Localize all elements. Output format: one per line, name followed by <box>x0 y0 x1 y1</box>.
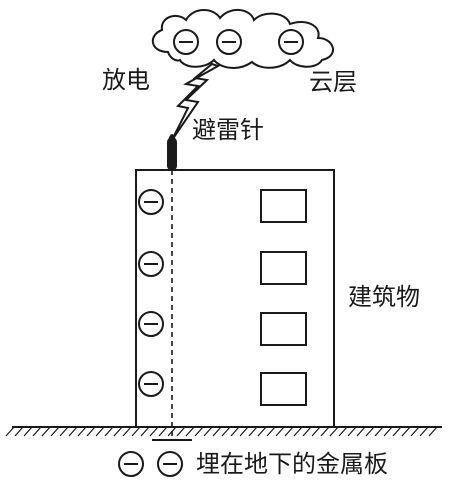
ground-hatch-line <box>392 426 402 437</box>
building-negative-charge <box>138 371 164 397</box>
lightning-rod-label: 避雷针 <box>192 116 264 144</box>
ground-hatch-line <box>221 426 231 437</box>
ground-hatch-line <box>158 426 168 437</box>
ground-hatch-line <box>77 426 87 437</box>
cloud-negative-charge <box>216 29 242 55</box>
plate-charges <box>118 451 183 477</box>
ground-hatch-line <box>248 426 258 437</box>
building-charges <box>138 189 164 397</box>
ground-hatch-line <box>293 426 303 437</box>
ground-hatch-line <box>383 426 393 437</box>
ground-hatch-line <box>122 426 132 437</box>
ground-hatch-line <box>311 426 321 437</box>
plate-negative-charge <box>157 451 183 477</box>
window <box>260 312 307 346</box>
ground-hatch-line <box>104 426 114 437</box>
ground-hatch-line <box>320 426 330 437</box>
ground-hatch-line <box>428 426 438 437</box>
ground-hatch-line <box>176 426 186 437</box>
ground <box>5 426 442 437</box>
ground-hatch-line <box>275 426 285 437</box>
ground-hatch-line <box>185 426 195 437</box>
ground-hatch-line <box>239 426 249 437</box>
ground-hatch-line <box>338 426 348 437</box>
cloud-layer <box>152 9 334 69</box>
ground-hatch-line <box>230 426 240 437</box>
ground-hatch-line <box>167 426 177 437</box>
ground-hatch-line <box>50 426 60 437</box>
building-negative-charge <box>138 189 164 215</box>
cloud-outline <box>152 9 334 69</box>
window <box>260 189 307 223</box>
lightning-bolt-icon <box>171 62 221 141</box>
ground-hatch-line <box>302 426 312 437</box>
ground-hatch-line <box>68 426 78 437</box>
cloud-negative-charge <box>278 29 304 55</box>
cloud-charges <box>173 29 304 55</box>
buried-metal-plate-label: 埋在地下的金属板 <box>196 450 388 478</box>
ground-hatch-line <box>140 426 150 437</box>
ground-hatch-line <box>347 426 357 437</box>
ground-hatch-line <box>266 426 276 437</box>
ground-hatch-line <box>86 426 96 437</box>
ground-hatch-line <box>14 426 24 437</box>
ground-hatch-line <box>149 426 159 437</box>
ground-hatch-line <box>401 426 411 437</box>
ground-hatch-line <box>95 426 105 437</box>
ground-hatch-line <box>23 426 33 437</box>
cloud-negative-charge <box>173 29 199 55</box>
ground-hatch-line <box>5 426 15 437</box>
plate-negative-charge <box>118 451 144 477</box>
ground-hatch-line <box>41 426 51 437</box>
building-label: 建筑物 <box>348 283 420 311</box>
window <box>260 372 307 406</box>
ground-hatch-line <box>59 426 69 437</box>
ground-hatch-line <box>257 426 267 437</box>
ground-hatch-line <box>212 426 222 437</box>
building-negative-charge <box>138 311 164 337</box>
ground-hatch-line <box>113 426 123 437</box>
ground-hatch-line <box>329 426 339 437</box>
discharge-label: 放电 <box>102 66 150 94</box>
building-windows <box>260 189 307 406</box>
ground-hatch-line <box>365 426 375 437</box>
ground-hatch-line <box>194 426 204 437</box>
building-negative-charge <box>138 251 164 277</box>
ground-hatch-line <box>284 426 294 437</box>
ground-hatch-line <box>32 426 42 437</box>
lightning-rod <box>167 134 177 170</box>
ground-hatch-line <box>203 426 213 437</box>
window <box>260 251 307 285</box>
ground-hatch-line <box>419 426 429 437</box>
ground-hatch-line <box>131 426 141 437</box>
ground-hatch-line <box>374 426 384 437</box>
cloud-layer-label: 云层 <box>309 68 357 96</box>
ground-hatch-line <box>410 426 420 437</box>
ground-hatch-line <box>356 426 366 437</box>
